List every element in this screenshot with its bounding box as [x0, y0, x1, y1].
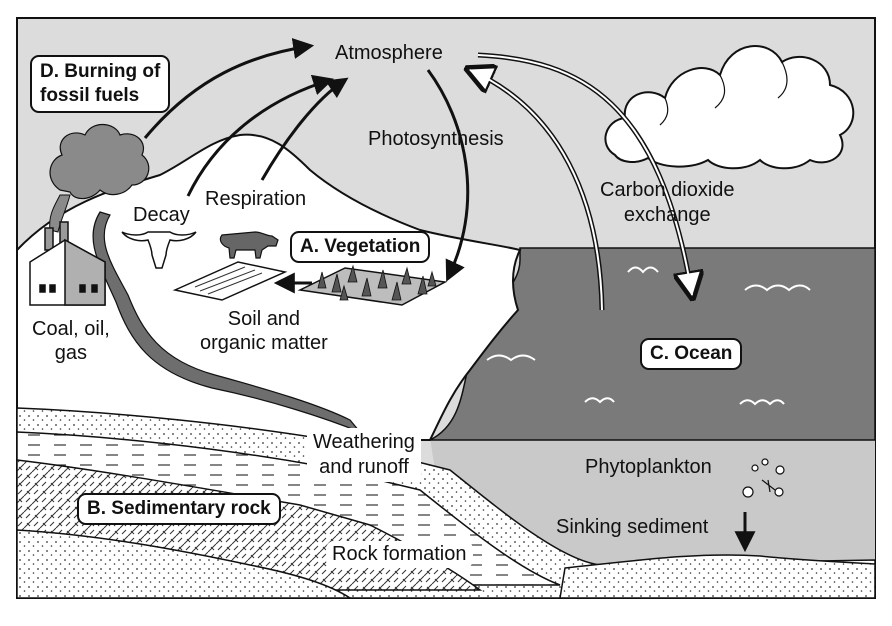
cloud: [604, 45, 855, 170]
wave-marks: [486, 266, 811, 406]
soil-sheet-icon: [172, 261, 288, 301]
label-weathering-line1: Weathering: [313, 431, 415, 453]
label-burning-line1: D. Burning of: [40, 61, 161, 82]
arrow-respiration-to-atmosphere: [260, 77, 349, 181]
label-coal-oil-gas: Coal, oil, gas: [32, 317, 110, 365]
arrow-atmosphere-to-vegetation: [426, 69, 470, 282]
label-decay: Decay: [133, 204, 190, 226]
label-phytoplankton: Phytoplankton: [585, 456, 712, 478]
label-atmosphere: Atmosphere: [335, 42, 443, 64]
label-co2-line1: Carbon dioxide: [600, 179, 735, 201]
label-soil-line2: organic matter: [200, 332, 328, 354]
label-carbon-dioxide-exchange: Carbon dioxide exchange: [600, 178, 735, 228]
cow-icon: [219, 231, 279, 259]
factory-icon: [29, 221, 106, 306]
label-vegetation: A. Vegetation: [290, 231, 431, 263]
label-soil-organic-matter: Soil and organic matter: [200, 307, 328, 355]
label-soil-line1: Soil and: [227, 308, 301, 330]
label-weathering-line2: and runoff: [319, 456, 409, 478]
label-coal-line2: gas: [54, 342, 88, 364]
label-ocean: C. Ocean: [640, 338, 743, 370]
vegetation-plot-icon: [297, 264, 448, 306]
label-burning-line2: fossil fuels: [40, 85, 140, 106]
phytoplankton-icon: [742, 458, 785, 498]
label-weathering-runoff: Weathering and runoff: [307, 428, 421, 482]
label-rock-formation: Rock formation: [326, 541, 473, 568]
label-burning-fossil-fuels: D. Burning of fossil fuels: [30, 55, 171, 113]
label-sinking-sediment: Sinking sediment: [556, 516, 709, 538]
sediment-layer-bottom: [16, 529, 353, 599]
arrow-burning-to-atmosphere: [143, 38, 315, 139]
land-area: [16, 133, 522, 441]
label-sedimentary-rock: B. Sedimentary rock: [77, 493, 281, 525]
cow-skull-icon: [121, 231, 197, 269]
smoke-plume: [49, 123, 150, 200]
label-coal-line1: Coal, oil,: [32, 318, 110, 340]
label-photosynthesis: Photosynthesis: [368, 128, 504, 150]
flow-arrows: [143, 38, 756, 553]
arrow-decay-to-atmosphere: [186, 74, 335, 197]
label-co2-line2: exchange: [623, 204, 711, 226]
seafloor-sediment: [559, 554, 876, 599]
label-respiration: Respiration: [205, 188, 307, 210]
